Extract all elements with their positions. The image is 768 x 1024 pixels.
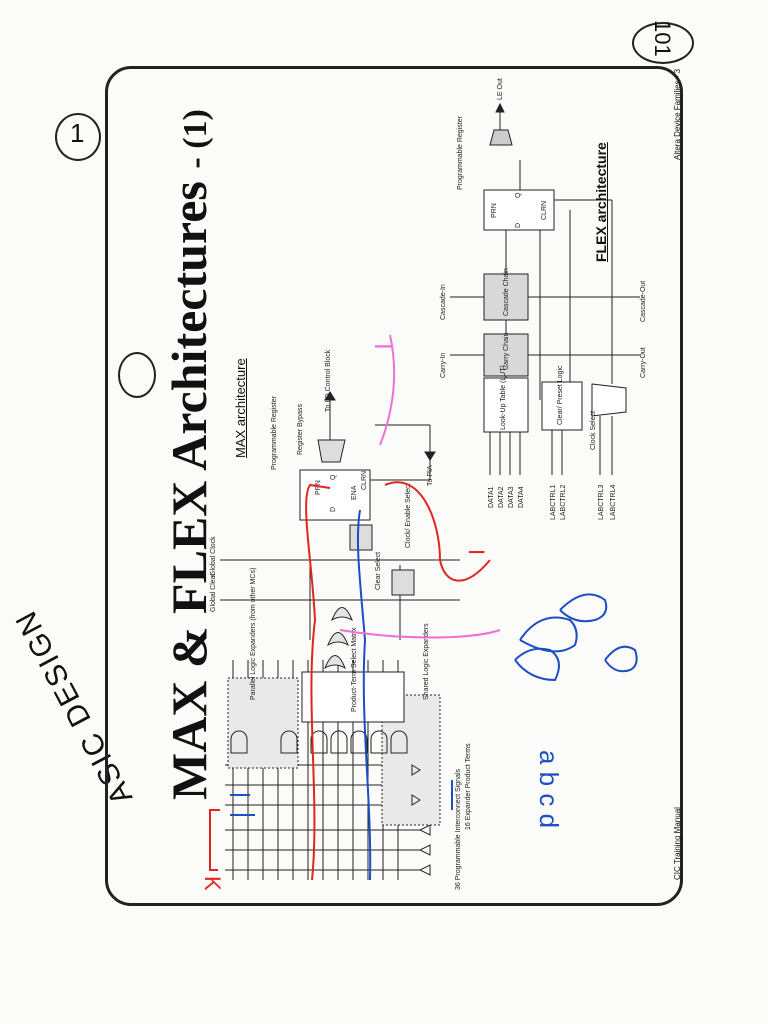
max-label-q: Q: [330, 474, 337, 480]
blue-ink-gate-2: [559, 593, 608, 623]
max-label-clear-select: Clear Select: [375, 552, 382, 590]
flex-input-3: DATA3: [508, 486, 515, 508]
flex-clock-select-label: Clock Select: [590, 411, 597, 450]
pink-ink-i: I: [369, 343, 396, 350]
max-label-global-clear: Global Clear: [210, 572, 217, 612]
max-label-register-bypass: Register Bypass: [297, 404, 304, 455]
page-number-circle: [632, 22, 694, 64]
flex-input-4: DATA4: [518, 486, 525, 508]
max-label-ena: ENA: [351, 485, 358, 500]
blue-ink-gate-3: [604, 645, 638, 673]
blue-ink-scribble: [230, 780, 453, 816]
flex-clockctrl-3: LABCTRL3: [598, 484, 605, 520]
flex-q-label: Q: [515, 192, 522, 198]
flex-cascade-in-label: Cascade-In: [440, 284, 447, 320]
max-label-expander-terms: 16 Expander Product Terms: [465, 743, 472, 830]
flex-clrn-label: CLRN: [541, 201, 548, 220]
flex-carry-out-label: Carry-Out: [640, 347, 647, 378]
red-ink-bracket: [209, 809, 220, 871]
blue-ink-wire: [356, 509, 372, 881]
flex-lut-label: Look-Up Table (LUT): [500, 365, 507, 430]
flex-prn-label: PRN: [491, 203, 498, 218]
blue-ink-gate-4: [514, 647, 560, 682]
flex-input-2: DATA2: [498, 486, 505, 508]
blue-ink-gate-1: [519, 616, 578, 653]
max-label-product-term: Product-Term Select Matrix: [351, 627, 358, 712]
flex-carry-chain-label: Carry Chain: [503, 333, 510, 370]
max-label-to-pia: To PIA: [427, 465, 434, 486]
pink-ink-line: [339, 334, 501, 639]
flex-le-out-label: LE Out: [497, 78, 504, 100]
max-label-prn: PRN: [315, 480, 322, 495]
flex-clockctrl-4: LABCTRL4: [610, 484, 617, 520]
max-label-global-clock: Global Clock: [210, 536, 217, 576]
flex-programmable-register-label: Programmable Register: [457, 115, 464, 190]
max-label-io-control: To I/O Control Block: [325, 349, 332, 412]
flex-clear-preset-label: Clear/ Preset Logic: [557, 365, 564, 425]
blue-ink-letters: a b c d: [534, 750, 564, 828]
red-ink-k: K: [200, 876, 225, 891]
red-ink-i: I: [464, 549, 489, 555]
slide-frame: [105, 66, 683, 906]
circled-one-text: 1: [70, 118, 85, 148]
circled-one-mark-2: [118, 352, 156, 398]
flex-d-label: D: [515, 223, 522, 228]
max-label-clock-enable: Clock/ Enable Select: [405, 483, 412, 548]
max-label-programmable-register: Programmable Register: [271, 395, 278, 470]
red-ink-loop: [384, 481, 491, 582]
flex-carry-in-label: Carry-In: [440, 353, 447, 378]
max-label-shared-expanders: Shared Logic Expanders: [423, 623, 430, 700]
flex-cascade-chain-label: Cascade Chain: [503, 268, 510, 316]
max-label-clrn: CLRN: [361, 471, 368, 490]
max-label-interconnect: 36 Programmable Interconnect Signals: [455, 768, 462, 890]
circled-one-mark: [55, 113, 101, 161]
max-label-d: D: [330, 507, 337, 512]
red-ink-wire: [305, 483, 331, 881]
flex-labctrl-2: LABCTRL2: [560, 484, 567, 520]
max-label-parallel-expanders: Parallel Logic Expanders (from other MCs…: [250, 568, 257, 700]
flex-labctrl-1: LABCTRL1: [550, 484, 557, 520]
flex-input-1: DATA1: [488, 486, 495, 508]
flex-cascade-out-label: Cascade-Out: [640, 281, 647, 322]
